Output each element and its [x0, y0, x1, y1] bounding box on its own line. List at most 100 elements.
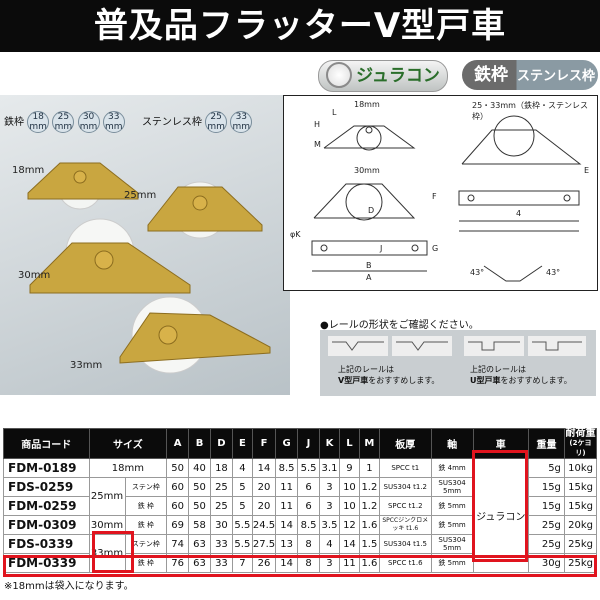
cell-J: 8.5 [297, 515, 320, 535]
header-size: サイズ [88, 428, 168, 459]
header-load: 耐荷重(2ケヨリ) [563, 428, 598, 459]
footnote: ※18mmは袋入になります。 [4, 581, 134, 592]
cell-G: 14 [275, 515, 299, 535]
cell-weight: 15g [528, 496, 565, 516]
header-D: D [209, 428, 233, 459]
photo-label-30mm: 30mm [18, 270, 51, 281]
frame-stainless-label: ステンレス枠 [516, 69, 595, 84]
cell-G: 8.5 [275, 458, 299, 478]
cell-frame: ステン枠 [124, 477, 168, 497]
cell-G: 11 [275, 477, 299, 497]
header-J: J [297, 428, 320, 459]
cell-J: 5.5 [297, 458, 320, 478]
cell-D: 18 [209, 458, 233, 478]
cell-B: 63 [188, 534, 211, 554]
cell-size: 33mm [88, 534, 126, 573]
cell-shaft: 鉄 5mm [430, 553, 474, 573]
frame-material-badge: 鉄枠ステンレス枠 [462, 60, 598, 90]
wheel-material-badge: ジュラコン車 [318, 60, 448, 116]
cell-K: 3 [319, 553, 340, 573]
cell-code: FDM-0339 [3, 553, 90, 573]
cell-F: 27.5 [251, 534, 277, 554]
cell-weight: 15g [528, 477, 565, 497]
roller-illustration [27, 162, 271, 374]
cell-code: FDM-0309 [3, 515, 90, 535]
cell-code: FDS-0259 [3, 477, 90, 497]
cell-M: 1.2 [358, 496, 380, 516]
dim-D: D [368, 206, 375, 215]
dim-B: B [366, 261, 372, 270]
cell-L: 10 [338, 496, 360, 516]
rail-profile-icons [328, 336, 586, 356]
header-K: K [319, 428, 340, 459]
cell-M: 1.2 [358, 477, 380, 497]
cell-load: 25kg [563, 553, 598, 573]
cell-M: 1.6 [358, 553, 380, 573]
cell-frame: 鉄 枠 [124, 515, 168, 535]
cell-shaft: SUS304 5mm [430, 534, 474, 554]
cell-A: 74 [166, 534, 190, 554]
angle-right: 43° [546, 268, 561, 277]
dim-H: H [314, 120, 321, 129]
cell-shaft: 鉄 4mm [430, 458, 474, 478]
cell-A: 76 [166, 553, 190, 573]
cell-L: 12 [338, 515, 360, 535]
cell-size: 18mm [88, 458, 168, 478]
cell-code: FDM-0259 [3, 496, 90, 516]
cell-K: 3.1 [319, 458, 340, 478]
photo-label-18mm: 18mm [12, 165, 45, 176]
wheel-circle-icon [326, 61, 353, 88]
cell-A: 50 [166, 458, 190, 478]
cell-weight: 30g [528, 553, 565, 573]
cell-K: 3 [319, 477, 340, 497]
roller-30mm-image [29, 218, 191, 294]
cell-load: 10kg [563, 458, 598, 478]
spec-table: 商品コード サイズ A B D E F G J K L M 板厚 軸 車 重量 … [3, 428, 598, 573]
cell-plate: SPCC t1.2 [378, 496, 432, 516]
rail-guide-box: 上記のレールは V型戸車をおすすめします。 上記のレールは U型戸車をおすすめし… [320, 330, 596, 396]
cell-M: 1.6 [358, 515, 380, 535]
dim-L: L [332, 108, 337, 117]
cell-B: 63 [188, 553, 211, 573]
cell-E: 5 [231, 496, 253, 516]
cell-J: 6 [297, 496, 320, 516]
header-L: L [338, 428, 360, 459]
cell-frame: ステン枠 [124, 534, 168, 554]
cell-plate: SPCCジンクロメッキ t1.6 [378, 515, 432, 535]
diagram-label-25-33mm: 25・33mm（鉄枠・ステンレス枠） [472, 101, 588, 121]
cell-K: 3 [319, 496, 340, 516]
dim-phiK: φK [290, 230, 301, 239]
table-row: FDM-0339 鉄 枠 76 63 33 7 26 14 8 3 11 1.6… [3, 553, 598, 573]
cell-load: 25kg [563, 534, 598, 554]
cell-F: 26 [251, 553, 277, 573]
dimension-diagram: 18mm 30mm 25・33mm（鉄枠・ステンレス枠） L [283, 95, 598, 291]
cell-load: 15kg [563, 496, 598, 516]
header-shaft: 軸 [430, 428, 474, 459]
diagram-label-30mm: 30mm [354, 166, 380, 175]
cell-weight: 25g [528, 515, 565, 535]
cell-code: FDM-0189 [3, 458, 90, 478]
roller-25mm-image [147, 181, 263, 239]
cell-A: 69 [166, 515, 190, 535]
frame-steel-label: 鉄枠 [473, 65, 508, 85]
rail-heading: ●レールの形状をご確認ください。 [320, 320, 479, 331]
cell-A: 60 [166, 496, 190, 516]
cell-plate: SUS304 t1.2 [378, 477, 432, 497]
cell-frame: 鉄 枠 [124, 496, 168, 516]
cell-shaft: SUS304 5mm [430, 477, 474, 497]
cell-B: 50 [188, 477, 211, 497]
table-row: FDM-0309 30mm 鉄 枠 69 58 30 5.5 24.5 14 8… [3, 515, 598, 535]
dim-J: J [380, 244, 383, 253]
photo-label-33mm: 33mm [70, 360, 103, 371]
dim-E: E [584, 166, 590, 175]
cell-F: 24.5 [251, 515, 277, 535]
diagram-label-18mm: 18mm [354, 100, 380, 109]
cell-plate: SUS304 t1.5 [378, 534, 432, 554]
diagram-drawing [311, 115, 582, 282]
cell-K: 4 [319, 534, 340, 554]
